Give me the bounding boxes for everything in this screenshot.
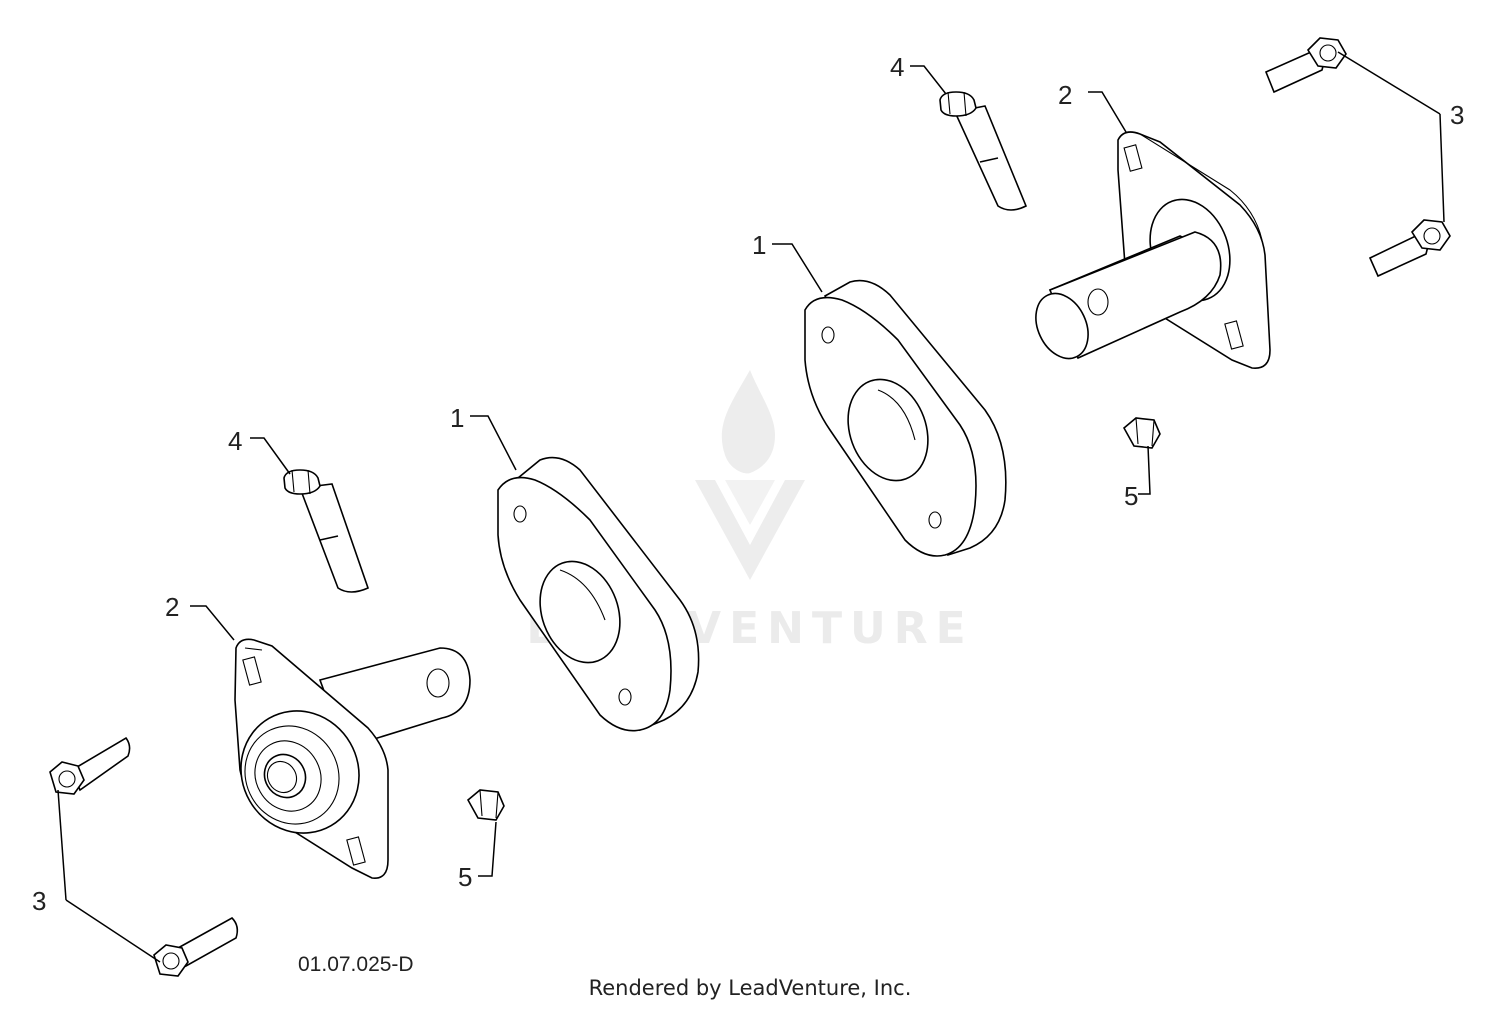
- leader-lines: [57, 51, 1445, 963]
- flange-bearing-left: [234, 638, 471, 879]
- bolt-3-right-bottom: [1368, 219, 1451, 278]
- bolt-right: [939, 91, 1028, 211]
- bolt-3-left-top: [49, 736, 131, 795]
- callout-nut-left: 5: [458, 862, 473, 892]
- callout-bolts-right: 3: [1450, 100, 1465, 130]
- nut-left: [466, 789, 505, 821]
- spacer-right: [804, 279, 1007, 557]
- callout-spacer-right: 1: [752, 230, 767, 260]
- callout-bolts-left: 3: [32, 886, 47, 916]
- bolt-3-left-bottom: [153, 917, 239, 977]
- footer-credit: Rendered by LeadVenture, Inc.: [588, 976, 912, 1000]
- callout-nut-right: 5: [1124, 481, 1139, 511]
- nut-right: [1122, 417, 1161, 449]
- callout-bolt-right: 4: [890, 52, 905, 82]
- spacer-left: [497, 456, 700, 732]
- callout-bolt-left: 4: [228, 426, 243, 456]
- callout-spacer-left: 1: [450, 403, 465, 433]
- watermark-logo: [695, 370, 805, 580]
- bolt-3-right-top: [1264, 37, 1347, 94]
- callout-flange-bearing-left: 2: [165, 592, 180, 622]
- callout-flange-bearing-right: 2: [1058, 80, 1073, 110]
- bolt-left: [283, 469, 369, 593]
- drawing-code: 01.07.025-D: [298, 953, 414, 976]
- flange-bearing-right: [1035, 131, 1271, 369]
